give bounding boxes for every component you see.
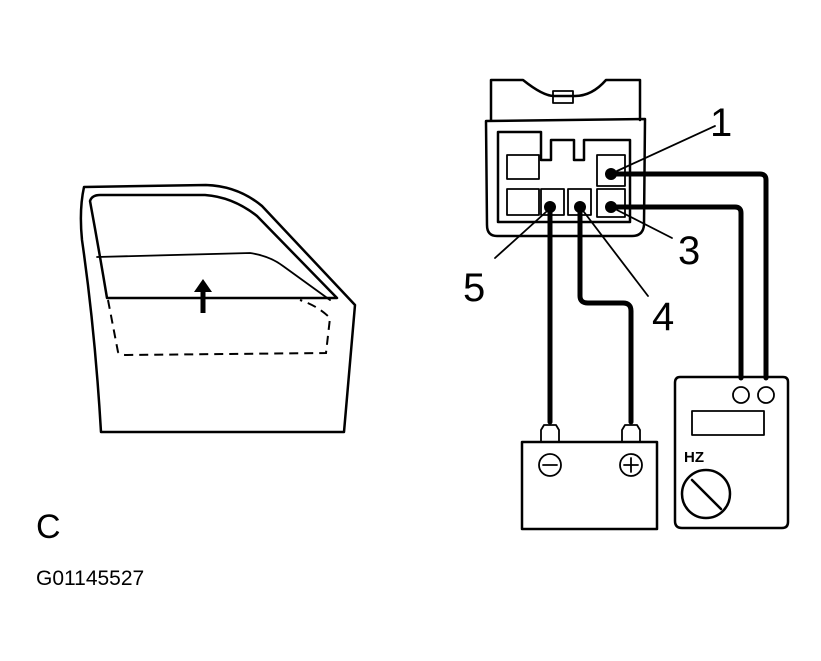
- figure-code: G01145527: [36, 567, 145, 590]
- battery: [520, 424, 659, 531]
- frequency-meter: HZ: [673, 375, 790, 530]
- lead-terminal-1-to-meter: [608, 171, 769, 381]
- battery-negative-post: [540, 424, 560, 443]
- battery-case: [520, 440, 659, 531]
- up-arrow-head: [194, 279, 212, 292]
- meter-body: [673, 375, 790, 530]
- callout-label-5: 5: [463, 266, 485, 310]
- connector-latch: [552, 90, 574, 104]
- door-window-frame: [88, 193, 339, 300]
- window-switch-connector: [484, 78, 647, 238]
- callout-leader-3: [616, 209, 673, 239]
- meter-jack-left: [732, 386, 750, 404]
- cavity-bottom-left: [506, 188, 540, 216]
- test-leads: [547, 171, 769, 425]
- battery-negative-icon: [538, 453, 562, 477]
- meter-jack-right: [757, 386, 775, 404]
- connector-inner-frame: [496, 130, 632, 224]
- callout-label-1: 1: [710, 101, 732, 145]
- door-window-lowered-outline: [107, 299, 332, 357]
- meter-dial-icon: [680, 468, 732, 520]
- callout-label-4: 4: [652, 295, 674, 339]
- cavity-top-right: [596, 154, 626, 187]
- meter-display: [691, 410, 765, 436]
- callout-label-3: 3: [678, 229, 700, 273]
- cavity-top-left: [506, 154, 540, 180]
- terminal-callouts: 1 3 4 5: [463, 101, 732, 339]
- connector-housing-top: [489, 78, 642, 122]
- door-illustration: [79, 183, 357, 434]
- door-window-glass-edge: [96, 252, 331, 301]
- lead-terminal-4-to-battery-positive: [577, 204, 634, 425]
- battery-positive-post: [621, 424, 641, 443]
- callout-leader-1: [616, 125, 716, 172]
- meter-dial-pointer: [690, 478, 723, 511]
- connector-body: [484, 117, 647, 238]
- lead-terminal-3-to-meter: [608, 204, 744, 381]
- callout-leader-5: [494, 211, 547, 259]
- figure-letter: C: [36, 508, 61, 546]
- meter-mode-label: HZ: [684, 449, 704, 466]
- callout-leader-4: [583, 211, 649, 297]
- battery-positive-icon: [619, 453, 643, 477]
- door-outline: [79, 183, 357, 434]
- cavity-terminal-3: [596, 188, 626, 218]
